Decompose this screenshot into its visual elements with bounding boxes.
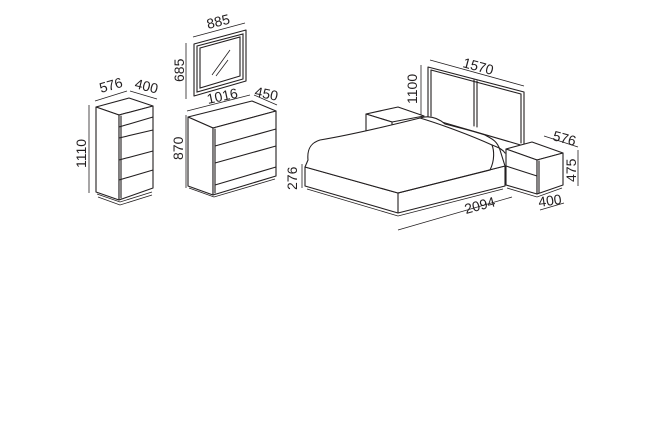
chest-drawing [88, 90, 158, 206]
nightstand-width-label: 576 [551, 127, 578, 149]
headboard-drawing [420, 59, 525, 147]
chest-width-label: 576 [97, 74, 124, 96]
dresser-height-label: 870 [170, 136, 186, 160]
dresser-depth-label: 450 [253, 83, 279, 104]
chest-depth-label: 400 [133, 75, 160, 96]
bed-base-height-label: 276 [284, 166, 300, 190]
bed-length-label: 2094 [463, 193, 497, 217]
mirror-height-label: 685 [171, 58, 187, 82]
mirror-width-label: 885 [205, 11, 232, 32]
dresser-width-label: 1016 [205, 85, 239, 107]
bed-drawing [301, 116, 513, 231]
right-nightstand-drawing [505, 135, 579, 211]
headboard-width-label: 1570 [461, 54, 495, 78]
chest-height-label: 1110 [73, 139, 89, 168]
mirror-drawing [185, 22, 247, 99]
headboard-height-label: 1100 [404, 74, 420, 104]
nightstand-height-label: 475 [563, 158, 579, 182]
dresser-drawing [185, 94, 278, 198]
nightstand-depth-label: 400 [537, 191, 563, 210]
